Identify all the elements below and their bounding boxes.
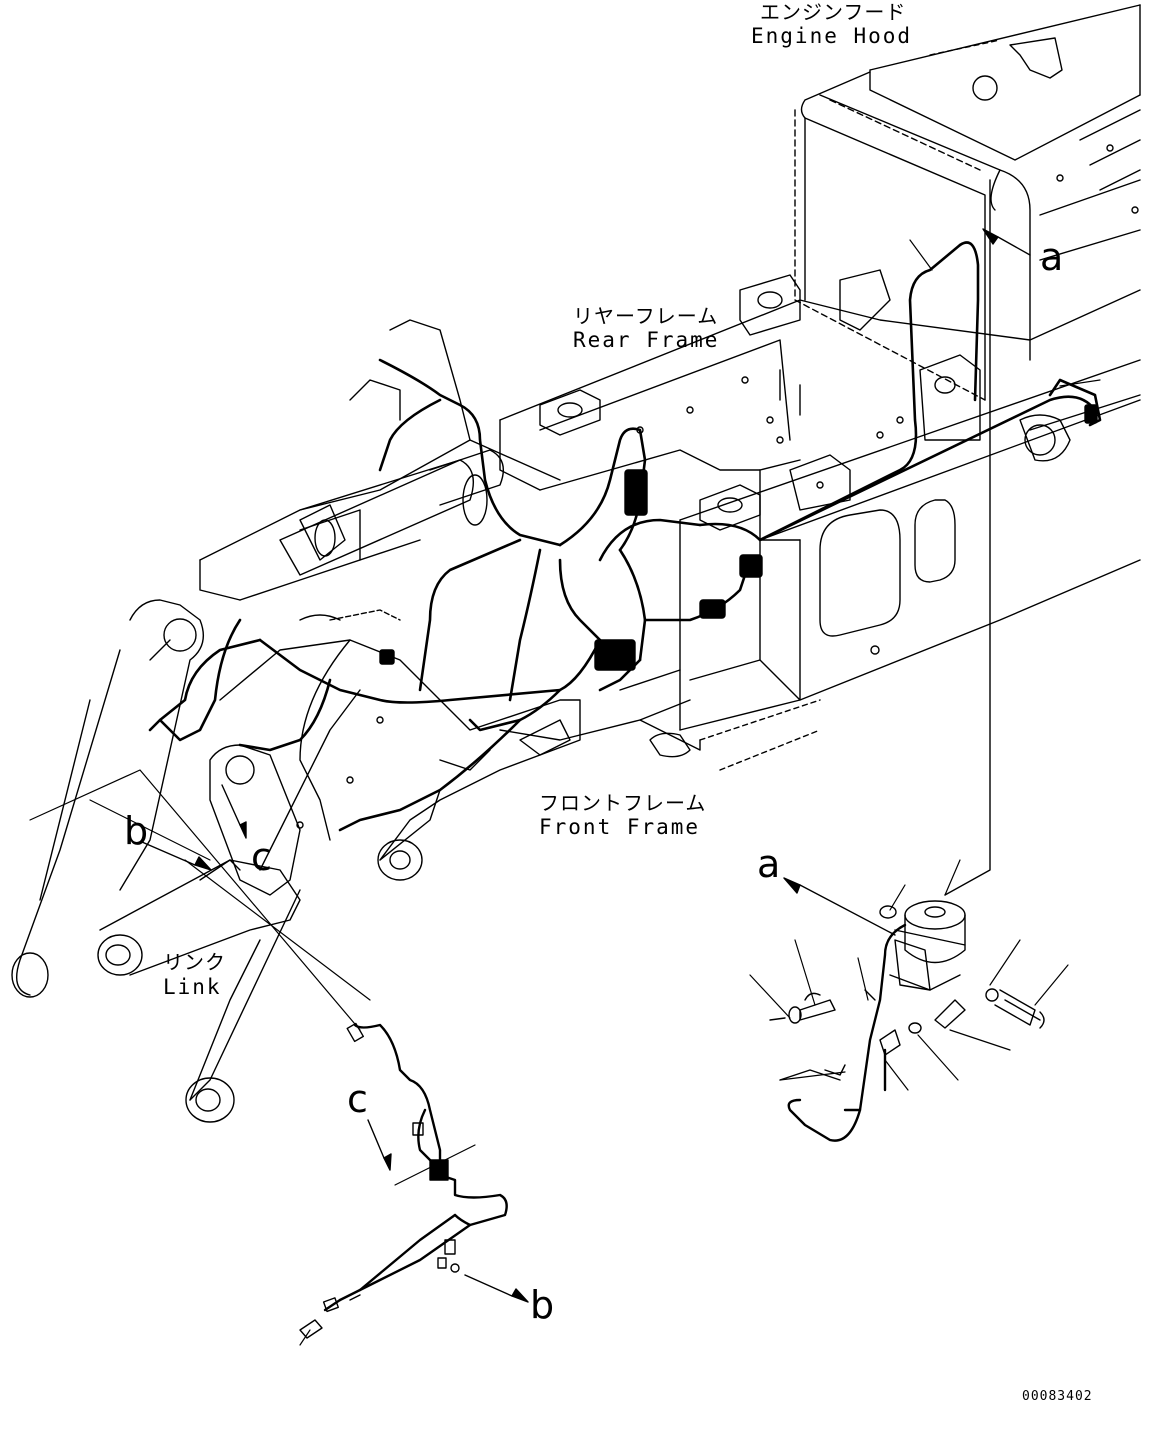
callout-a-hood: a bbox=[1040, 235, 1064, 279]
wiring-harness-main bbox=[148, 241, 1102, 832]
engine-hood-label-en: Engine Hood bbox=[751, 24, 913, 48]
arrow-b-main bbox=[141, 841, 196, 866]
link-label-jp: リンク bbox=[163, 950, 226, 974]
document-id: 00083402 bbox=[1022, 1389, 1093, 1404]
arrow-a-detail bbox=[799, 884, 896, 936]
callout-c-detail: c bbox=[347, 1077, 368, 1121]
rear-frame-label-en: Rear Frame bbox=[573, 328, 720, 352]
link-label-en: Link bbox=[163, 975, 222, 999]
callout-a-detail: a bbox=[757, 842, 781, 886]
callout-c-main: c bbox=[251, 835, 272, 879]
connectors bbox=[379, 404, 1098, 671]
detail-link-parts bbox=[299, 1022, 460, 1339]
arrow-c-detail bbox=[367, 1119, 385, 1159]
front-frame bbox=[11, 319, 701, 1123]
detail-link-leaders bbox=[29, 769, 476, 1346]
engine-hood-label-jp: エンジンフード bbox=[760, 0, 907, 24]
arrow-b-detail bbox=[464, 1274, 513, 1297]
rear-frame-label-jp: リヤーフレーム bbox=[573, 304, 719, 328]
detail-a-leaders bbox=[749, 859, 1069, 1091]
front-frame-label-jp: フロントフレーム bbox=[539, 791, 707, 815]
detail-a-assembly bbox=[769, 179, 1045, 1081]
callout-b-main: b bbox=[124, 809, 149, 853]
engine-hood bbox=[794, 4, 1141, 401]
callout-b-detail: b bbox=[530, 1283, 555, 1327]
detail-link-harness bbox=[323, 1023, 508, 1312]
rear-frame bbox=[499, 269, 1141, 771]
arrow-a-top bbox=[997, 236, 1031, 256]
arrow-c-main bbox=[221, 784, 241, 826]
detail-a-harness bbox=[787, 923, 907, 1142]
front-frame-label-en: Front Frame bbox=[539, 815, 701, 839]
